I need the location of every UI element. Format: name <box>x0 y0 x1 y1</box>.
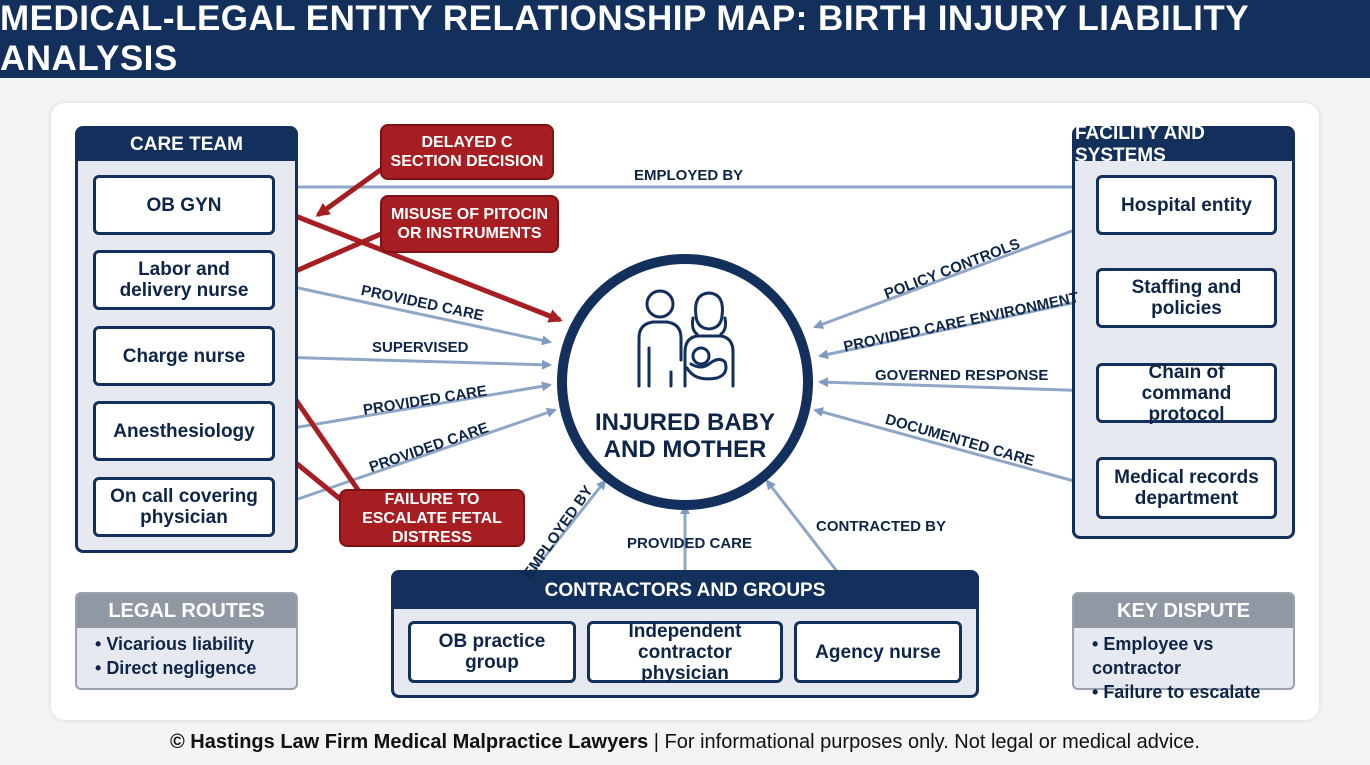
page-title: MEDICAL-LEGAL ENTITY RELATIONSHIP MAP: B… <box>0 0 1370 78</box>
node-on-call-physician[interactable]: On call covering physician <box>93 477 275 537</box>
label-governed-response: GOVERNED RESPONSE <box>875 367 1049 384</box>
legal-route-item: Vicarious liability <box>95 632 296 656</box>
node-labor-delivery-nurse[interactable]: Labor and delivery nurse <box>93 250 275 310</box>
link-on-call <box>274 407 557 509</box>
failure-misuse-pitocin[interactable]: MISUSE OF PITOCIN OR INSTRUMENTS <box>382 197 557 251</box>
care-team-heading: CARE TEAM <box>78 129 295 161</box>
link-misuse-pitocin <box>279 227 391 280</box>
key-dispute-box: KEY DISPUTE Employee vs contractor Failu… <box>1072 592 1295 702</box>
node-staffing-policies[interactable]: Staffing and policies <box>1096 268 1277 328</box>
node-independent-physician[interactable]: Independent contractor physician <box>587 621 783 684</box>
label-employed-by-top: EMPLOYED BY <box>634 167 744 184</box>
link-lnd-nurse <box>274 281 552 346</box>
key-dispute-item: Employee vs contractor <box>1092 632 1293 680</box>
footer-disclaimer: | For informational purposes only. Not l… <box>648 731 1200 753</box>
node-ob-gyn[interactable]: OB GYN <box>93 175 275 235</box>
family-icon <box>637 289 735 388</box>
link-policy-controls <box>813 220 1097 329</box>
failure-delayed-csection[interactable]: DELAYED C SECTION DECISION <box>382 126 552 178</box>
key-dispute-list: Employee vs contractor Failure to escala… <box>1074 632 1293 704</box>
legal-routes-box: LEGAL ROUTES Vicarious liability Direct … <box>75 592 298 690</box>
link-obgyn-to-center <box>274 205 563 323</box>
node-hospital-entity[interactable]: Hospital entity <box>1096 175 1277 235</box>
facility-heading: FACILITY AND SYSTEMS <box>1075 123 1292 166</box>
link-care-environment <box>818 296 1097 360</box>
node-ob-practice-group[interactable]: OB practice group <box>408 621 576 683</box>
failure-escalate-fetal-distress[interactable]: FAILURE TO ESCALATE FETAL DISTRESS <box>341 491 523 546</box>
key-dispute-heading: KEY DISPUTE <box>1074 594 1293 628</box>
link-anesthesiology <box>274 381 552 433</box>
footer: © Hastings Law Firm Medical Malpractice … <box>0 731 1370 754</box>
node-agency-nurse[interactable]: Agency nurse <box>794 621 962 683</box>
legal-route-item: Direct negligence <box>95 656 296 680</box>
label-provided-care-bottom: PROVIDED CARE <box>627 535 753 552</box>
node-anesthesiology[interactable]: Anesthesiology <box>93 401 275 461</box>
link-charge-nurse <box>274 355 552 370</box>
link-governed-response <box>818 377 1097 393</box>
legal-routes-list: Vicarious liability Direct negligence <box>77 632 296 680</box>
node-charge-nurse[interactable]: Charge nurse <box>93 326 275 386</box>
contractors-heading: CONTRACTORS AND GROUPS <box>394 573 976 609</box>
key-dispute-item: Failure to escalate <box>1092 680 1293 704</box>
legal-routes-heading: LEGAL ROUTES <box>77 594 296 628</box>
link-documented-care <box>813 407 1097 489</box>
label-contracted-by: CONTRACTED BY <box>816 518 946 535</box>
node-medical-records[interactable]: Medical records department <box>1096 457 1277 519</box>
center-injured-baby-mother[interactable]: INJURED BABY AND MOTHER <box>557 254 813 510</box>
link-delayed-csection <box>315 160 392 218</box>
label-supervised: SUPERVISED <box>372 339 469 356</box>
footer-copyright: © Hastings Law Firm Medical Malpractice … <box>170 731 649 753</box>
node-chain-of-command[interactable]: Chain of command protocol <box>1096 362 1277 425</box>
center-label: INJURED BABY AND MOTHER <box>594 409 776 463</box>
